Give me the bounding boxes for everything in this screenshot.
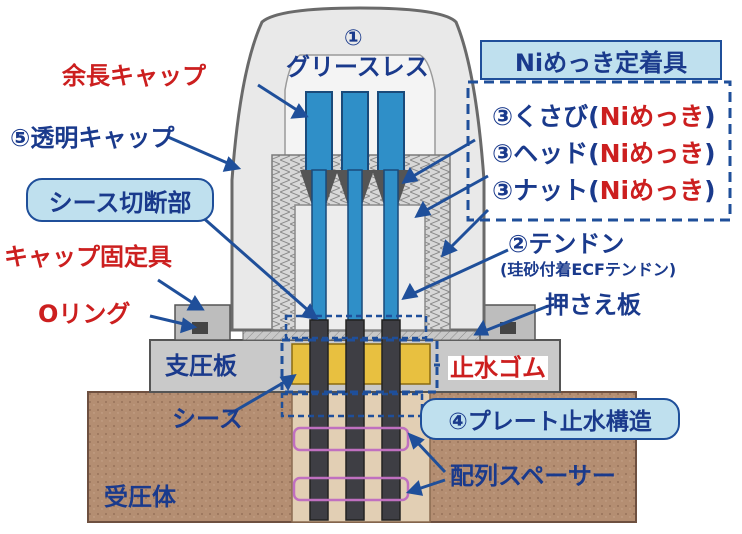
o-ring-label: Oリング bbox=[38, 300, 131, 328]
spacer-upper bbox=[292, 426, 410, 452]
wedge-prefix: ③くさび( bbox=[492, 102, 600, 131]
o-ring-right bbox=[500, 322, 516, 334]
water-rubber-label: 止水ゴム bbox=[448, 354, 548, 382]
greaseless-label: グリースレス bbox=[286, 53, 429, 81]
o-ring-left bbox=[192, 322, 208, 334]
grease-number: ① bbox=[344, 26, 363, 51]
nut-prefix: ③ナット( bbox=[492, 176, 600, 205]
press-plate-label: 押さえ板 bbox=[545, 291, 641, 319]
nut-suffix: ) bbox=[704, 176, 716, 205]
cap-fixture-label: キャップ固定具 bbox=[4, 243, 172, 271]
extra-cap-label: 余長キャップ bbox=[62, 62, 206, 90]
tendon-sub-label: (珪砂付着ECFテンドン) bbox=[500, 260, 677, 279]
wedge-label: ③くさび(Niめっき) bbox=[492, 104, 716, 129]
tendon-label: ②テンドン bbox=[508, 230, 625, 258]
head-ni: Niめっき bbox=[599, 139, 705, 168]
ni-group-frame bbox=[466, 80, 732, 222]
leader-lines bbox=[149, 83, 549, 496]
nut-label: ③ナット(Niめっき) bbox=[492, 178, 716, 203]
wedge-ni: Niめっき bbox=[599, 102, 705, 131]
ni-anchor-title: Niめっき定着具 bbox=[480, 40, 722, 80]
head-label: ③ヘッド(Niめっき) bbox=[492, 141, 716, 166]
nut-ni: Niめっき bbox=[599, 176, 705, 205]
sheath-cut-label: シース切断部 bbox=[26, 178, 214, 222]
wedge-suffix: ) bbox=[704, 102, 716, 131]
spacer-label: 配列スペーサー bbox=[450, 462, 616, 490]
bearing-body-label: 受圧体 bbox=[104, 483, 176, 511]
spacer-lower bbox=[292, 476, 410, 502]
transparent-cap-label: ⑤透明キャップ bbox=[10, 124, 175, 152]
tendon-strands bbox=[300, 91, 410, 521]
plate-water-label: ④プレート止水構造 bbox=[420, 398, 680, 440]
head-prefix: ③ヘッド( bbox=[492, 139, 600, 168]
bearing-plate-label: 支圧板 bbox=[165, 352, 237, 380]
sheath-cut-frame bbox=[284, 314, 428, 340]
head-suffix: ) bbox=[704, 139, 716, 168]
sheath-label: シース bbox=[172, 405, 243, 433]
